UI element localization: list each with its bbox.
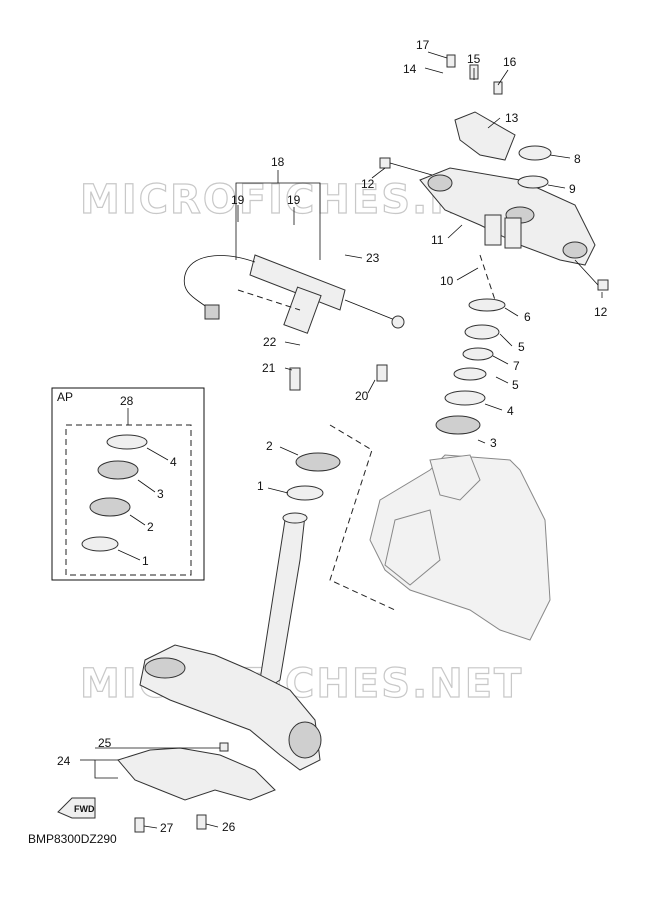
steering-damper <box>183 254 405 334</box>
callout-12-right: 12 <box>594 305 608 319</box>
callout-9: 9 <box>569 182 576 196</box>
upper-bracket <box>419 167 596 266</box>
guide-line-stem <box>329 424 396 611</box>
callout-15: 15 <box>467 52 481 66</box>
ap-callout-2: 2 <box>147 520 154 534</box>
callout-13: 13 <box>505 111 519 125</box>
ap-callout-4: 4 <box>170 455 177 469</box>
callout-17: 17 <box>416 38 430 52</box>
frame-head-pipe <box>369 454 551 641</box>
callout-25: 25 <box>98 736 112 750</box>
callout-16: 16 <box>503 55 517 69</box>
callout-22: 22 <box>263 335 277 349</box>
steering-stem <box>139 512 322 771</box>
handle-holder <box>454 111 516 161</box>
callout-27: 27 <box>160 821 174 835</box>
callout-8: 8 <box>574 152 581 166</box>
callout-4: 4 <box>507 404 514 418</box>
ap-callout-3: 3 <box>157 487 164 501</box>
callout-26: 26 <box>222 820 236 834</box>
callout-19-left: 19 <box>231 193 245 207</box>
callout-6: 6 <box>524 310 531 324</box>
svg-text:FWD: FWD <box>74 804 95 814</box>
guide-line-damper <box>237 289 301 311</box>
callout-7: 7 <box>513 359 520 373</box>
callout-24: 24 <box>57 754 71 768</box>
callout-11: 11 <box>431 233 444 247</box>
callouts: 1 2 3 4 5 7 5 6 9 8 10 11 12 12 13 14 15… <box>57 38 608 835</box>
bearing-stack <box>286 145 552 501</box>
leader-lines <box>80 51 603 829</box>
diagram-code: BMP8300DZ290 <box>28 832 117 846</box>
guide-line-bracket <box>479 254 496 301</box>
callout-3: 3 <box>490 436 497 450</box>
callout-5-lower: 5 <box>512 378 519 392</box>
callout-2: 2 <box>266 439 273 453</box>
callout-12-left: 12 <box>361 177 375 191</box>
callout-19-right: 19 <box>287 193 301 207</box>
callout-20: 20 <box>355 389 369 403</box>
callout-18: 18 <box>271 155 285 169</box>
callout-14: 14 <box>403 62 417 76</box>
callout-1: 1 <box>257 479 264 493</box>
callout-5-upper: 5 <box>518 340 525 354</box>
ap-inset: AP <box>51 387 205 581</box>
ap-label: AP <box>57 390 73 404</box>
group-bracket-24 <box>94 747 220 779</box>
callout-21: 21 <box>262 361 276 375</box>
ap-callout-1: 1 <box>142 554 149 568</box>
under-cover <box>117 742 276 833</box>
fwd-arrow-icon: FWD <box>57 797 96 819</box>
callout-10: 10 <box>440 274 454 288</box>
callout-28: 28 <box>120 394 134 408</box>
callout-23: 23 <box>366 251 380 265</box>
